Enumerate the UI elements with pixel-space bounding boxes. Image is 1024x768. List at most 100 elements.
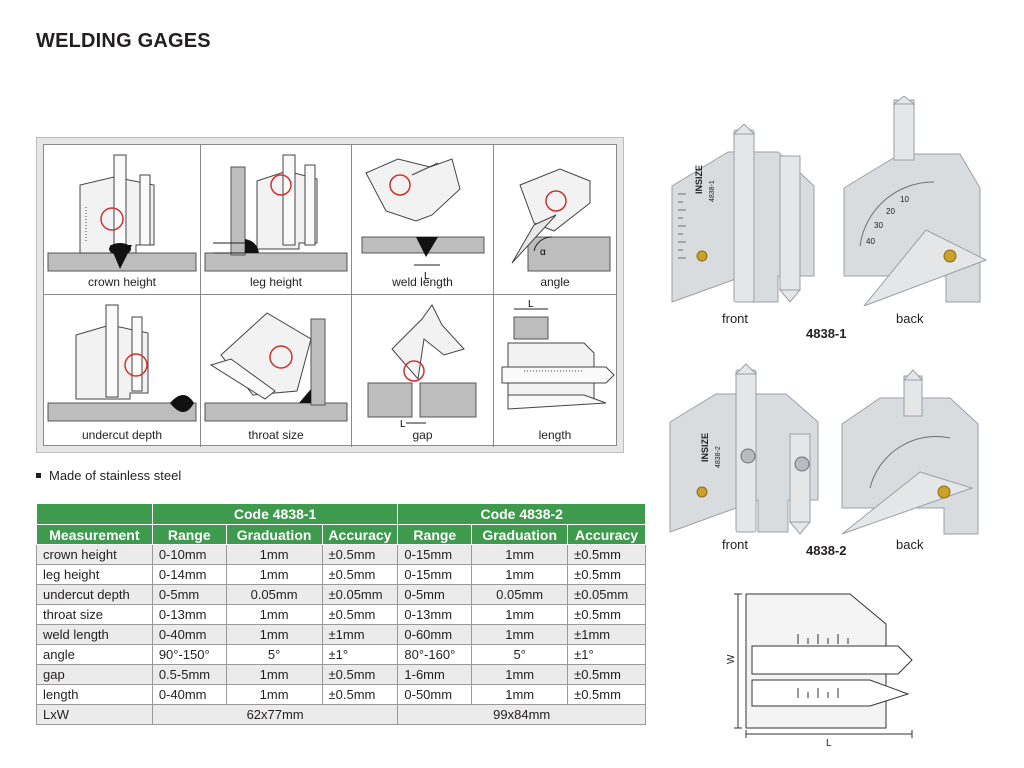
table-cell: 0-13mm <box>151 604 227 625</box>
gap-drawing: L <box>367 304 477 430</box>
table-cell: 90°-150° <box>151 644 227 665</box>
length-label: L <box>528 299 534 310</box>
table-cell: ±0.05mm <box>567 584 646 605</box>
table-cell: ±0.5mm <box>567 664 646 685</box>
product-model-label: 4838-2 <box>806 543 847 558</box>
table-cell: ±0.5mm <box>567 544 646 565</box>
product-4838-2-back-photo <box>841 369 979 535</box>
illustration-weld-length: L weld length <box>352 145 494 295</box>
table-cell: 0-5mm <box>397 584 473 605</box>
table-cell: ±0.5mm <box>567 564 646 585</box>
table-cell: 1mm <box>471 664 569 685</box>
table-cell: 1mm <box>225 684 323 705</box>
illustration-gap: L gap <box>352 295 494 447</box>
table-cell: 0-60mm <box>397 624 473 645</box>
product-4838-2-front-photo: INSIZE 4838-2 <box>669 363 819 535</box>
table-cell: 1mm <box>471 684 569 705</box>
table-cell: ±1mm <box>567 624 646 645</box>
illustration-undercut-depth: undercut depth <box>44 295 201 447</box>
throat-size-drawing <box>204 312 348 422</box>
weld-length-label: L <box>424 271 430 282</box>
table-cell-measurement: undercut depth <box>36 584 153 605</box>
illustration-angle: α angle <box>494 145 616 295</box>
table-column-header-row: Measurement Range Graduation Accuracy Ra… <box>36 524 646 545</box>
crown-height-drawing <box>47 154 197 272</box>
photo-caption-front: front <box>722 311 749 326</box>
table-cell: 0-15mm <box>397 564 473 585</box>
table-cell: LxW <box>36 704 153 725</box>
illustration-caption: undercut depth <box>81 428 163 442</box>
table-cell: 0-14mm <box>151 564 227 585</box>
illustration-leg-height: leg height <box>201 145 352 295</box>
bullet-icon <box>36 473 41 479</box>
table-cell: 0.05mm <box>225 584 323 605</box>
product-face-code: 4838-1 <box>709 180 716 202</box>
usage-illustration-panel: crown height leg height <box>36 137 624 453</box>
feature-list: Made of stainless steel <box>36 468 181 483</box>
table-cell-measurement: length <box>36 684 153 705</box>
illustration-caption: length <box>538 428 572 442</box>
illustration-caption: leg height <box>249 275 303 289</box>
scale-mark-20: 20 <box>886 207 895 216</box>
table-cell-measurement: leg height <box>36 564 153 585</box>
illustration-caption: crown height <box>87 275 157 289</box>
table-cell: 5° <box>471 644 569 665</box>
weld-length-drawing: L <box>361 158 485 282</box>
table-cell: 0-5mm <box>151 584 227 605</box>
usage-illustration-grid: crown height leg height <box>43 144 617 447</box>
table-cell: 0-10mm <box>151 544 227 565</box>
table-cell-measurement: gap <box>36 664 153 685</box>
table-cell: ±0.5mm <box>567 604 646 625</box>
table-cell: 62x77mm <box>151 704 399 725</box>
feature-item: Made of stainless steel <box>49 468 182 483</box>
photo-caption-back: back <box>896 311 924 326</box>
table-cell: 0.05mm <box>471 584 569 605</box>
table-cell: 0-50mm <box>397 684 473 705</box>
illustration-length: L length <box>494 295 616 447</box>
table-cell-measurement: crown height <box>36 544 153 565</box>
product-face-code: 4838-2 <box>715 446 722 468</box>
table-row-lxw: LxW 62x77mm 99x84mm <box>36 704 646 725</box>
photo-caption-back: back <box>896 537 924 552</box>
table-cell: 1mm <box>225 624 323 645</box>
table-code-header: Code 4838-2 <box>397 503 646 525</box>
table-cell: 1mm <box>471 604 569 625</box>
table-cell: ±1° <box>321 644 399 665</box>
brass-screw-icon <box>696 250 708 262</box>
table-cell: ±0.5mm <box>567 684 646 705</box>
angle-drawing: α <box>511 168 611 272</box>
brass-screw-icon <box>937 485 951 499</box>
angle-label: α <box>540 247 546 258</box>
table-column-header: Range <box>397 524 473 545</box>
product-4838-1-front-photo: INSIZE 4838-1 <box>671 124 815 303</box>
table-cell: ±0.05mm <box>321 584 399 605</box>
specification-table: Code 4838-1 Code 4838-2 Measurement Rang… <box>36 503 646 725</box>
table-code-row: Code 4838-1 Code 4838-2 <box>36 503 646 525</box>
table-cell: 80°-160° <box>397 644 473 665</box>
table-cell-measurement: weld length <box>36 624 153 645</box>
table-cell: ±1° <box>567 644 646 665</box>
knurled-screw-icon <box>740 448 756 464</box>
product-brand-label: INSIZE <box>694 165 704 194</box>
photo-caption-front: front <box>722 537 749 552</box>
table-cell: 5° <box>225 644 323 665</box>
table-column-header: Range <box>151 524 227 545</box>
brass-screw-icon <box>943 249 957 263</box>
illustration-caption: throat size <box>248 428 304 442</box>
table-cell: 0.5-5mm <box>151 664 227 685</box>
table-cell-measurement: angle <box>36 644 153 665</box>
table-cell: 1-6mm <box>397 664 473 685</box>
table-cell-measurement: throat size <box>36 604 153 625</box>
scale-mark-30: 30 <box>874 221 883 230</box>
brass-screw-icon <box>696 486 708 498</box>
table-column-header: Measurement <box>36 524 153 545</box>
leg-height-drawing <box>204 154 348 272</box>
table-cell: ±1mm <box>321 624 399 645</box>
table-cell: 0-15mm <box>397 544 473 565</box>
table-column-header: Accuracy <box>567 524 646 545</box>
